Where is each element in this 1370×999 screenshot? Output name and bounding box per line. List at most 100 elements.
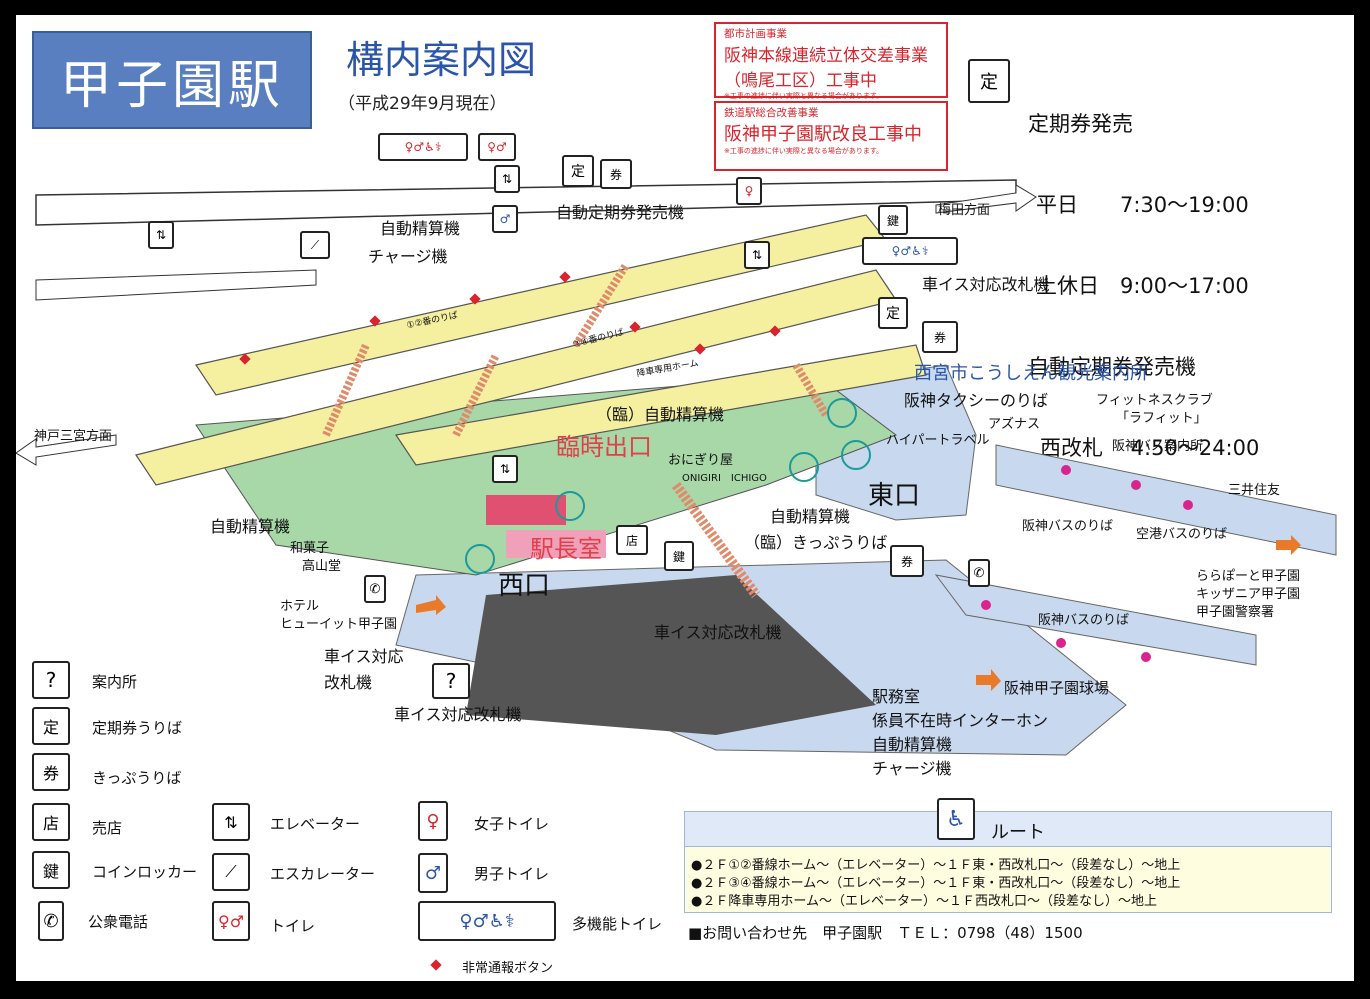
map-label-east-exit: 東口 xyxy=(868,481,921,511)
map-label-auto-adjust: 自動精算機 xyxy=(380,219,461,238)
map-label-wheelchair-center: 車イス対応改札機 xyxy=(654,623,782,642)
station-office-area xyxy=(506,530,606,558)
map-label-airport-bus: 空港バスのりば xyxy=(1136,527,1228,542)
legend-commuter-pass-icon: 定 xyxy=(32,707,70,745)
ticket-office-icon: 券 xyxy=(890,545,924,577)
legend-multipurpose-toilet-label: 多機能トイレ xyxy=(572,915,663,933)
legend-men-toilet-label: 男子トイレ xyxy=(474,865,550,883)
commuter-pass-icon: 定 xyxy=(878,297,908,329)
legend-info-label: 案内所 xyxy=(92,673,138,691)
map-label-wagashi-1: 和菓子 xyxy=(290,541,330,556)
route-line-2: ●２Ｆ③④番線ホーム〜（エレベーター）〜１Ｆ東・西改札口〜（段差なし）〜地上 xyxy=(691,876,1181,891)
map-label-mitsui: 三井住友 xyxy=(1228,483,1281,498)
map-label-office-3: 自動精算機 xyxy=(872,735,953,754)
station-office-block xyxy=(486,495,566,525)
elevator-icon: ⇅ xyxy=(492,455,518,483)
east-exit-circle-2 xyxy=(841,440,871,470)
map-label-auto-adjust-center: 自動精算機 xyxy=(770,507,851,526)
bus-stop-pins xyxy=(981,465,1193,662)
station-diagram xyxy=(16,179,1337,756)
stairs-3 xyxy=(572,262,630,348)
map-label-office-1: 駅務室 xyxy=(872,687,921,706)
station-name: 甲子園駅 xyxy=(32,31,312,129)
map-label-fitness: フィットネスクラブ xyxy=(1096,393,1213,408)
road-left xyxy=(35,269,317,301)
map-label-hanshin-bus-2: 阪神バスのりば xyxy=(1038,613,1130,628)
map-label-onigiri: おにぎり屋 xyxy=(668,453,734,468)
construction-notice-2: 鉄道駅総合改善事業 阪神甲子園駅改良工事中 ※工事の進捗に伴い実際と異なる場合が… xyxy=(714,101,948,171)
toilet-icon: ♀♂ xyxy=(478,133,516,161)
map-label-commuter-machine: 自動定期券発売機 xyxy=(556,203,685,222)
legend-men-toilet-icon: ♂ xyxy=(418,853,448,893)
commuter-pass-icon: 定 xyxy=(968,59,1010,103)
track-underpass xyxy=(466,575,876,735)
escalator-icon: ⟋ xyxy=(300,231,330,259)
legend-emergency-button-icon xyxy=(430,959,442,971)
map-label-charge: チャージ機 xyxy=(368,247,448,266)
elevator-icon: ⇅ xyxy=(494,165,520,193)
legend-emergency-button-label: 非常通報ボタン xyxy=(462,961,554,976)
elevator-icon: ⇅ xyxy=(744,241,770,269)
east-exit-circle-1 xyxy=(789,452,819,482)
lalaport-arrow xyxy=(1276,535,1301,555)
legend-phone-label: 公衆電話 xyxy=(88,913,149,931)
map-label-office-4: チャージ機 xyxy=(872,759,952,778)
office-exit-circle xyxy=(555,491,585,521)
ticket-office-icon: 券 xyxy=(600,159,632,189)
contact-info: ■お問い合わせ先 甲子園駅 ＴＥＬ：0798（48）1500 xyxy=(688,924,1083,942)
kobe-arrow xyxy=(16,434,117,466)
elevator-icon: ⇅ xyxy=(148,221,174,249)
map-label-temp-auto-adjust: （臨）自動精算機 xyxy=(596,405,725,424)
ticket-info: 定期券発売 平日 7:30〜19:00 土休日 9:00〜17:00 自動定期券… xyxy=(1028,112,1260,460)
map-label-wheelchair-w1: 車イス対応 xyxy=(324,647,404,666)
map-label-bus-info: 阪神バス案内所 xyxy=(1112,439,1204,454)
wheelchair-icon: ♿ xyxy=(937,798,975,840)
hotel-arrow xyxy=(416,595,446,615)
phone-icon: ✆ xyxy=(364,575,386,603)
kobe-direction: 神戸三宮方面 xyxy=(34,429,113,444)
legend-ticket-office-label: きっぷうりば xyxy=(92,769,182,787)
map-label-onigiri-en: ONIGIRI ICHIGO xyxy=(682,473,767,484)
stairs-1 xyxy=(322,343,370,437)
map-label-temp-exit: 臨時出口 xyxy=(556,433,652,461)
legend-toilet-icon: ♀♂ xyxy=(212,901,250,941)
plaza-east xyxy=(815,364,977,521)
stairs-4 xyxy=(671,482,761,598)
legend-elevator-icon: ⇅ xyxy=(212,803,250,841)
map-label-kidzania: キッザニア甲子園 xyxy=(1196,587,1301,602)
stadium-arrow xyxy=(976,669,1001,691)
map-label-lafit: 「ラフィット」 xyxy=(1116,411,1207,426)
umeda-direction: 梅田方面 xyxy=(938,203,991,218)
ticket-office-icon: 券 xyxy=(922,321,958,353)
bus-stop-east xyxy=(995,444,1337,556)
umeda-arrow xyxy=(935,184,1037,214)
legend-toilet-label: トイレ xyxy=(270,917,316,935)
map-label-hotel-1: ホテル xyxy=(280,599,320,614)
route-title: ルート xyxy=(991,822,1045,843)
map-label-auto-adjust-west: 自動精算機 xyxy=(210,517,291,536)
legend-shop-icon: 店 xyxy=(32,803,70,841)
legend-multipurpose-toilet-icon: ♀♂♿⚕ xyxy=(418,901,556,941)
legend-phone-icon: ✆ xyxy=(38,901,64,941)
shop-icon: 店 xyxy=(616,525,648,555)
map-label-office-2: 係員不在時インターホン xyxy=(872,711,1049,730)
legend-women-toilet-icon: ♀ xyxy=(418,801,448,841)
map-label-aznas: アズナス xyxy=(988,417,1041,432)
accessible-route-box: ♿ ルート ●２Ｆ①②番線ホーム〜（エレベーター）〜１Ｆ東・西改札口〜（段差なし… xyxy=(684,798,1332,913)
legend-women-toilet-label: 女子トイレ xyxy=(474,815,550,833)
platform-exit xyxy=(394,344,927,466)
east-exit-circle-3 xyxy=(827,398,857,428)
map-title: 構内案内図 xyxy=(346,38,537,82)
map-label-hotel-2: ヒューイット甲子園 xyxy=(280,617,398,632)
map-label-tourist-office: 西宮市こうしえん観光案内所 xyxy=(914,363,1148,384)
map-label-temp-ticket: （臨）きっぷうりば xyxy=(744,533,888,552)
legend-escalator-icon: ⟋ xyxy=(212,853,250,891)
map-label-stadium: 阪神甲子園球場 xyxy=(1004,679,1110,697)
map-label-police: 甲子園警察署 xyxy=(1196,605,1275,620)
legend-coin-locker-label: コインロッカー xyxy=(92,863,198,881)
coin-locker-icon: 鍵 xyxy=(664,541,694,571)
bus-stop-south xyxy=(934,574,1257,666)
route-line-3: ●２Ｆ降車専用ホーム〜（エレベーター）〜１Ｆ西改札口〜（段差なし）〜地上 xyxy=(691,894,1157,909)
map-label-travel: ハイパートラベル xyxy=(886,433,990,448)
construction-notice-1: 都市計画事業 阪神本線連続立体交差事業 （鳴尾工区）工事中 ※工事の進捗に伴い実… xyxy=(714,22,948,100)
